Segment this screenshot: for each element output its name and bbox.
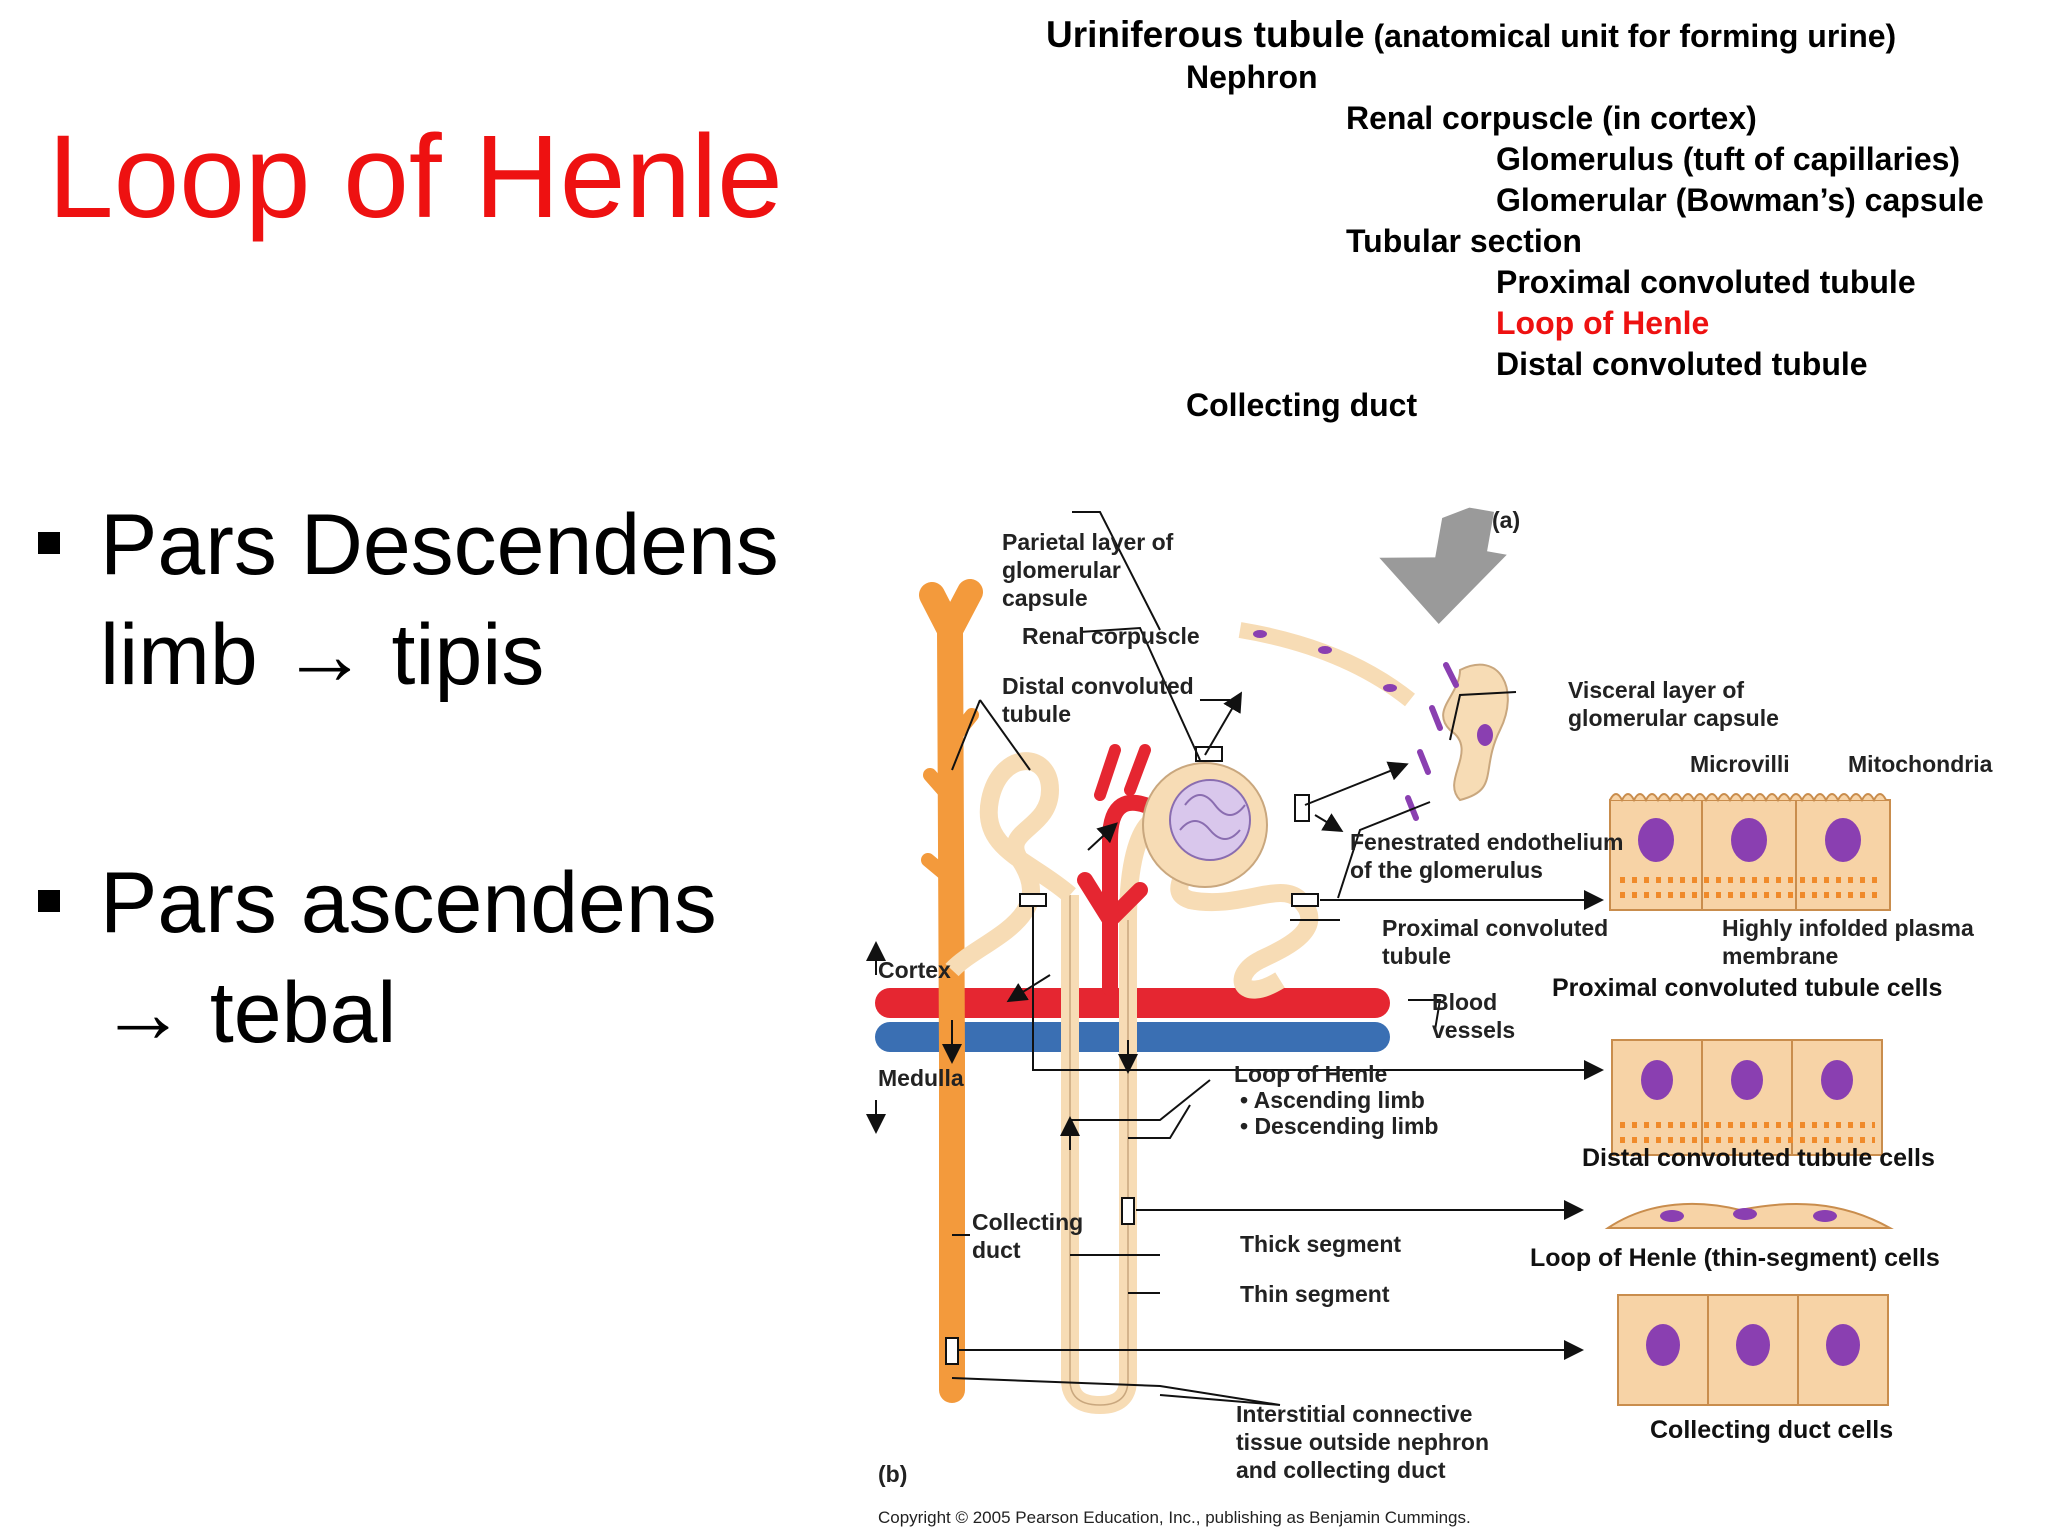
sample-box <box>1291 893 1319 907</box>
sample-box <box>945 1337 959 1365</box>
label-ascending: • Ascending limb <box>1240 1087 1425 1113</box>
pct-cells <box>1609 793 1891 911</box>
label-fenestrated: Fenestrated endothelium of the glomerulu… <box>1350 829 1624 883</box>
pointer-arrow <box>1379 507 1507 625</box>
cd-cells <box>1617 1294 1889 1406</box>
glomerulus <box>1169 779 1251 861</box>
bullet-line: → tebal <box>100 965 397 1061</box>
label-medulla: Medulla <box>878 1065 964 1091</box>
label-infolded: Highly infolded plasma membrane <box>1722 915 1974 969</box>
label-mitochondria: Mitochondria <box>1848 751 1993 777</box>
loop-of-henle <box>1061 895 1137 1415</box>
label-distal: Distal convoluted tubule <box>1002 673 1194 727</box>
bullet-line: limb → tipis <box>100 607 545 703</box>
caption-cd-cells: Collecting duct cells <box>1650 1416 1894 1444</box>
outline-root: Uriniferous tubule (anatomical unit for … <box>1046 14 1984 57</box>
label-thin-segment: Thin segment <box>1240 1281 1390 1307</box>
square-bullet-icon <box>38 890 60 912</box>
caption-loop-cells: Loop of Henle (thin-segment) cells <box>1530 1244 1940 1272</box>
outline-dct: Distal convoluted tubule <box>1496 346 1868 382</box>
outline-tubular-section: Tubular section <box>1346 223 1582 259</box>
label-interstitial: Interstitial connective tissue outside n… <box>1236 1401 1490 1483</box>
outline-nephron: Nephron <box>1186 59 1318 95</box>
nephron-illustration <box>866 507 1894 1415</box>
outline-root-name: Uriniferous tubule <box>1046 14 1365 55</box>
label-proximal: Proximal convoluted tubule <box>1382 915 1609 969</box>
slide-title: Loop of Henle <box>48 111 783 243</box>
label-microvilli: Microvilli <box>1690 751 1790 777</box>
outline-collecting-duct: Collecting duct <box>1186 387 1418 423</box>
panel-b-label: (b) <box>878 1461 908 1487</box>
sample-box <box>1294 794 1310 822</box>
outline-pct: Proximal convoluted tubule <box>1496 264 1916 300</box>
bullet-line: Pars ascendens <box>100 855 717 951</box>
copyright-notice: Copyright © 2005 Pearson Education, Inc.… <box>878 1508 1471 1527</box>
label-thick-segment: Thick segment <box>1240 1231 1402 1257</box>
loop-cells <box>1604 1202 1894 1229</box>
caption-dct-cells: Distal convoluted tubule cells <box>1582 1144 1935 1172</box>
dct-cells <box>1611 1039 1883 1156</box>
sample-box <box>1019 893 1047 907</box>
bullet-list: Pars Descendens limb → tipis Pars ascend… <box>30 490 880 1206</box>
nephron-outline: Uriniferous tubule (anatomical unit for … <box>1046 14 1984 426</box>
label-visceral: Visceral layer of glomerular capsule <box>1568 677 1779 731</box>
bullet-item: Pars ascendens → tebal <box>30 848 880 1068</box>
square-bullet-icon <box>38 532 60 554</box>
outline-glomerulus: Glomerulus (tuft of capillaries) <box>1496 141 1961 177</box>
label-cortex: Cortex <box>878 957 951 983</box>
panel-a-label: (a) <box>1492 507 1521 533</box>
label-blood-vessels: Blood vessels <box>1432 989 1516 1043</box>
label-loop-title: Loop of Henle <box>1234 1061 1388 1087</box>
label-renal-corpuscle: Renal corpuscle <box>1022 623 1200 649</box>
distal-tubule <box>945 752 1076 977</box>
label-collecting-duct: Collecting duct <box>972 1209 1084 1263</box>
sample-box <box>1121 1197 1135 1225</box>
bullet-item: Pars Descendens limb → tipis <box>30 490 880 710</box>
label-descending: • Descending limb <box>1240 1113 1439 1139</box>
nephron-figure: (a) (b) Parietal layer of glomerular cap… <box>860 500 2020 1536</box>
label-parietal: Parietal layer of glomerular capsule <box>1002 529 1174 611</box>
outline-loop-highlight: Loop of Henle <box>1496 305 1710 341</box>
outline-root-note: (anatomical unit for forming urine) <box>1373 18 1897 54</box>
outline-capsule: Glomerular (Bowman’s) capsule <box>1496 182 1984 218</box>
caption-pct-cells: Proximal convoluted tubule cells <box>1552 974 1943 1002</box>
bullet-line: Pars Descendens <box>100 497 779 593</box>
outline-renal-corpuscle: Renal corpuscle (in cortex) <box>1346 100 1757 136</box>
